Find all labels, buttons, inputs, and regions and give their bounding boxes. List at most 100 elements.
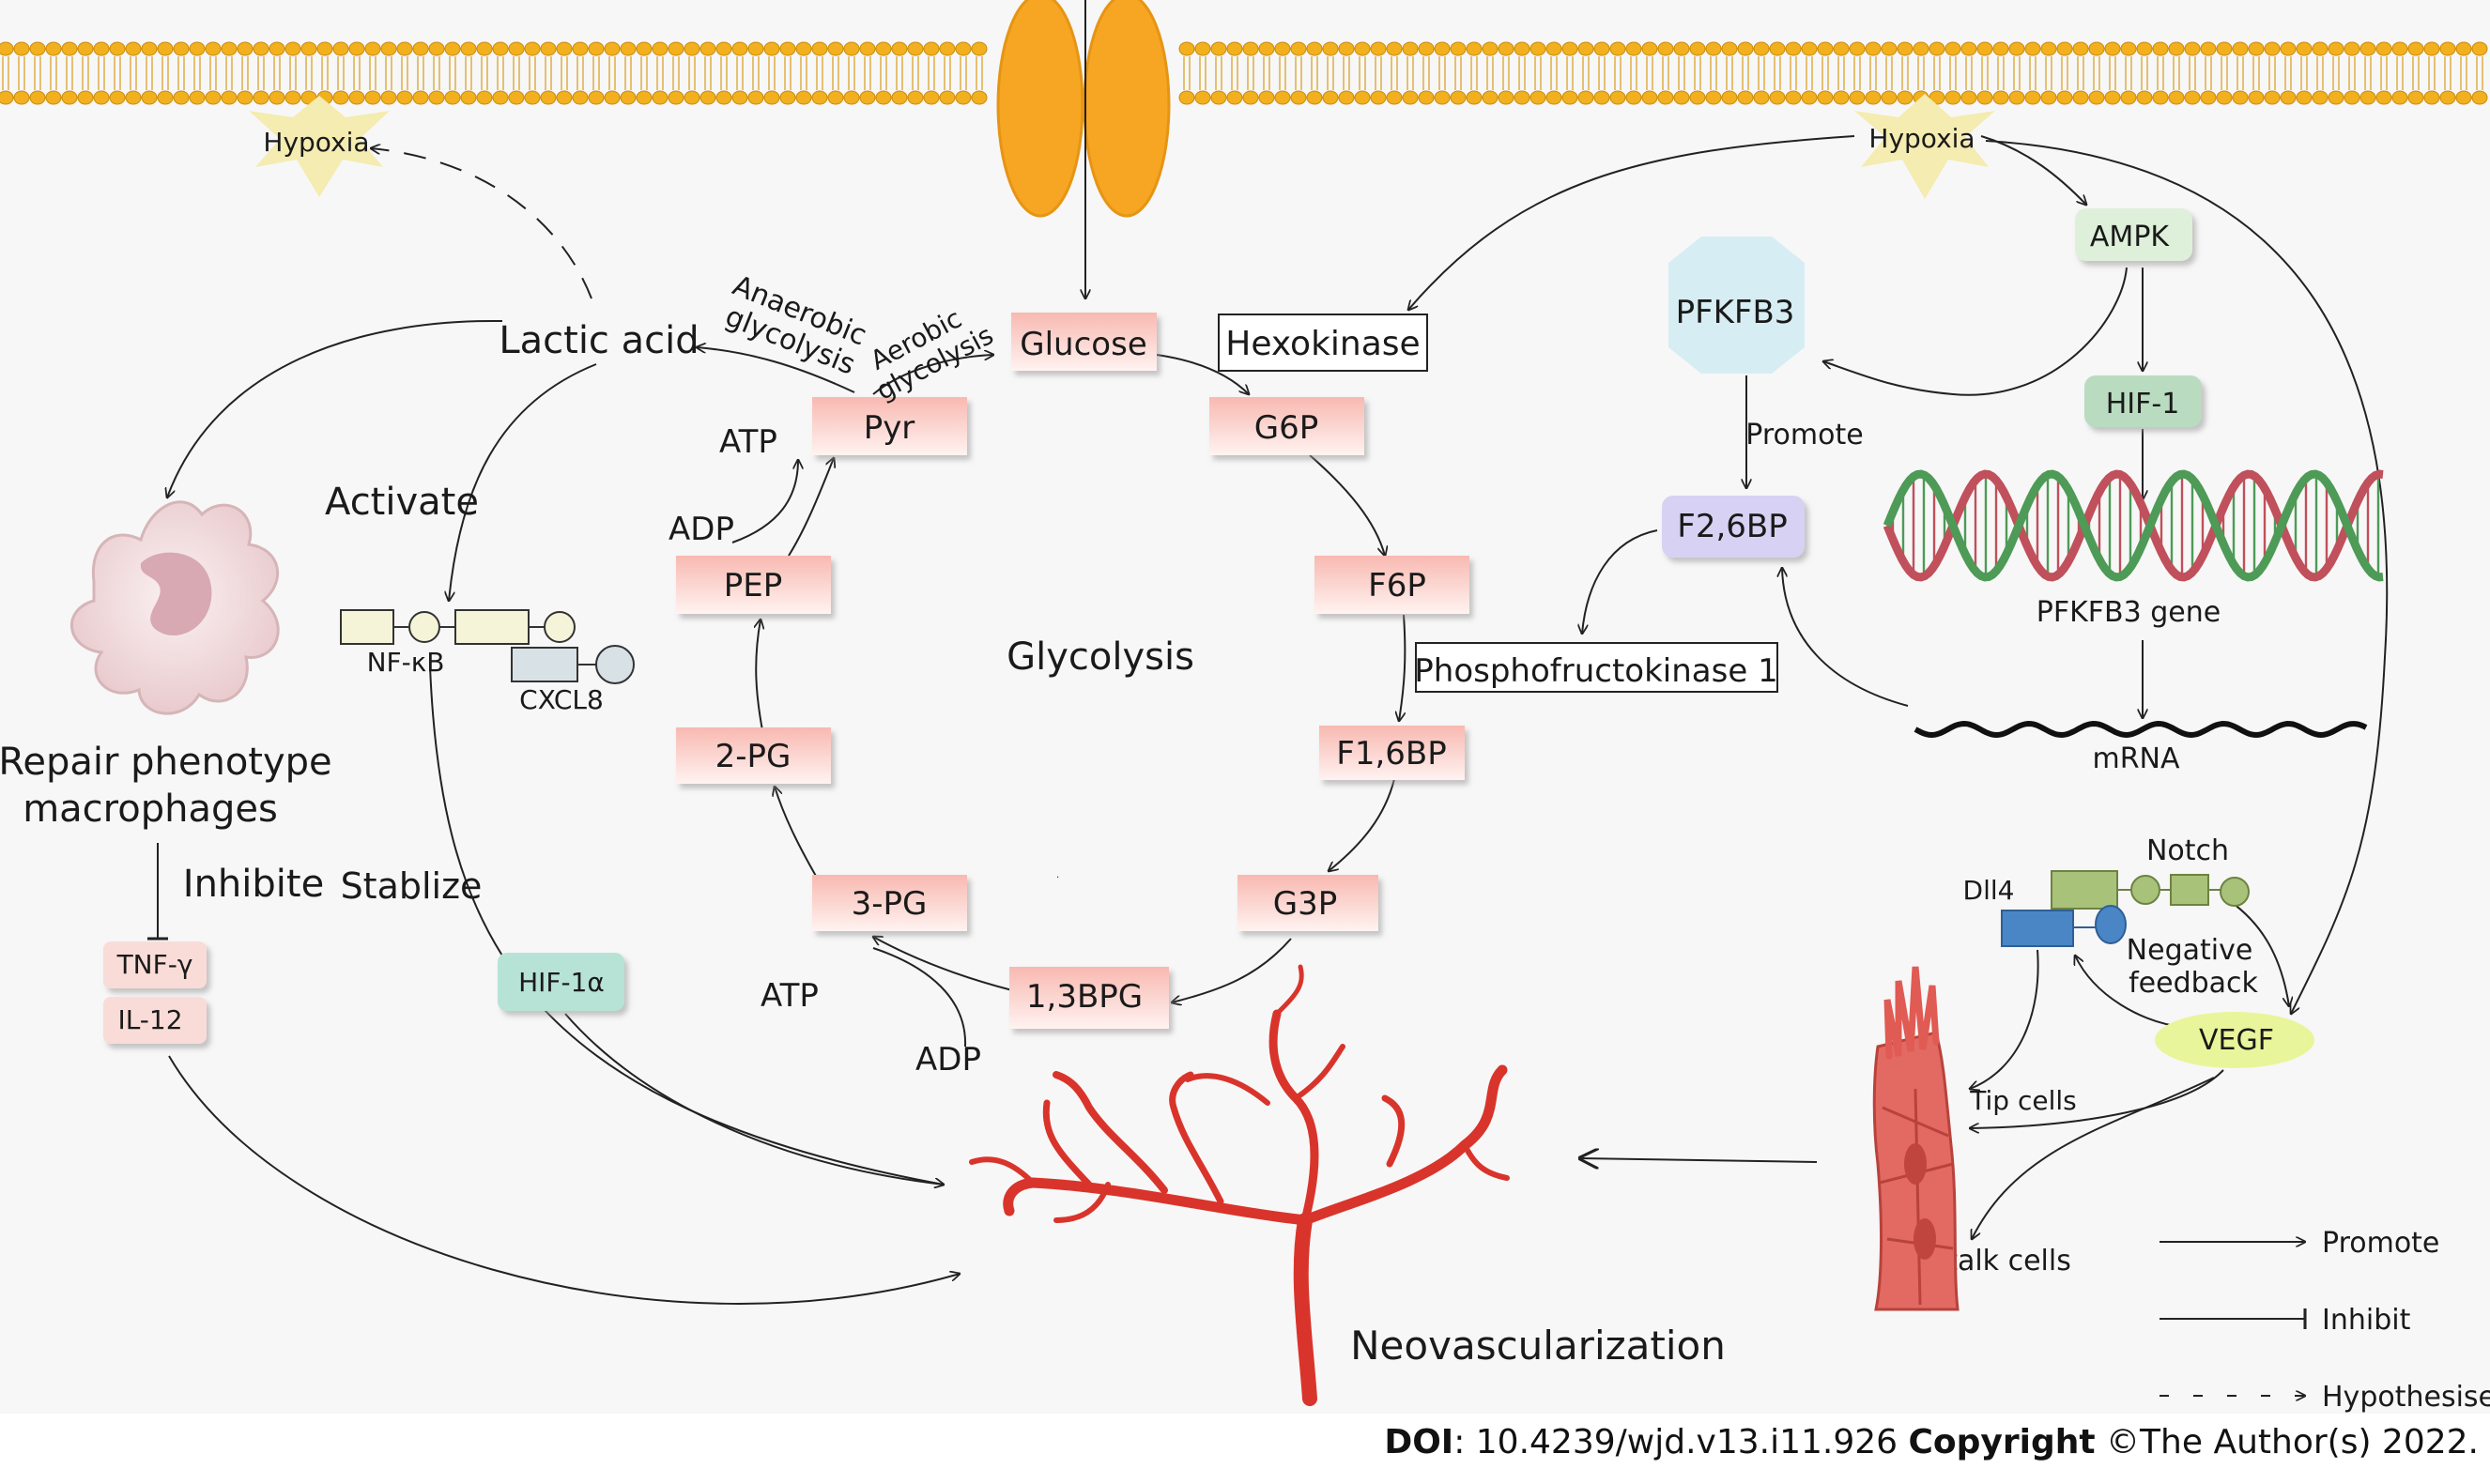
copyright-value: ©The Author(s) 2022. (2106, 1423, 2479, 1461)
lipid-head (2312, 90, 2329, 105)
lipid-tail (2252, 56, 2260, 90)
lipid-head (2328, 41, 2344, 56)
lipid-head (2024, 90, 2041, 105)
lipid-head (1625, 90, 1642, 105)
lipid-head (508, 41, 525, 56)
lipid-head (1274, 90, 1291, 105)
lipid-tail (928, 56, 935, 90)
nfkb-label: NF-κB (367, 647, 445, 678)
lipid-head (2216, 41, 2233, 56)
lipid-tail (2, 56, 9, 90)
lipid-head (684, 41, 700, 56)
lipid-tail (449, 56, 456, 90)
lipid-head (891, 90, 908, 105)
lipid-head (2104, 90, 2121, 105)
lipid-tail (385, 56, 392, 90)
lipid-tail (1646, 56, 1653, 90)
lipid-head (636, 41, 653, 56)
pyr-box: Pyr (812, 397, 967, 455)
lipid-head (1992, 41, 2009, 56)
lipid-head (1609, 90, 1626, 105)
lipid-head (2296, 90, 2313, 105)
lipid-tail (2460, 56, 2467, 90)
lipid-tail (1917, 56, 1925, 90)
hexokinase-box: Hexokinase (1218, 314, 1428, 372)
lipid-head (1258, 41, 1275, 56)
lipid-head (1545, 90, 1562, 105)
lipid-head (1178, 90, 1195, 105)
lipid-head (1753, 41, 1770, 56)
f16bp-label: F1,6BP (1336, 735, 1446, 773)
lipid-head (1290, 90, 1307, 105)
lipid-tail (1694, 56, 1701, 90)
lipid-head (2391, 90, 2408, 105)
lipid-head (2040, 41, 2057, 56)
negative-feedback-line1: Negative (2127, 934, 2253, 967)
lipid-head (1992, 90, 2009, 105)
lipid-head (269, 90, 285, 105)
hypoxia-right-label: Hypoxia (1868, 123, 1975, 154)
lipid-head (1370, 41, 1387, 56)
lipid-tail (816, 56, 823, 90)
lipid-head (189, 90, 206, 105)
lipid-head (1194, 41, 1211, 56)
lipid-tail (146, 56, 153, 90)
13bpg-box: 1,3BPG (1009, 967, 1169, 1029)
lipid-head (1881, 41, 1898, 56)
pep-label: PEP (724, 567, 783, 604)
lipid-head (2200, 41, 2217, 56)
hexokinase-label: Hexokinase (1225, 325, 1420, 363)
tnf-label: TNF-γ (116, 949, 193, 980)
lipid-head (141, 41, 158, 56)
lipid-tail (130, 56, 137, 90)
tnf-box: TNF-γ (103, 941, 207, 988)
lipid-tail (2444, 56, 2452, 90)
lipid-head (1210, 90, 1227, 105)
lipid-tail (768, 56, 776, 90)
lipid-head (1402, 41, 1419, 56)
lipid-tail (2316, 56, 2324, 90)
neovascularization-label: Neovascularization (1350, 1323, 1726, 1369)
lipid-head (588, 90, 605, 105)
lipid-head (907, 41, 924, 56)
lipid-tail (529, 56, 536, 90)
lipid-head (939, 90, 956, 105)
lipid-tail (2284, 56, 2292, 90)
doi-label: DOI (1384, 1423, 1454, 1461)
glycolysis-label: Glycolysis (1007, 635, 1194, 679)
lipid-tail (2428, 56, 2436, 90)
lipid-head (955, 90, 972, 105)
g3p-label: G3P (1273, 885, 1337, 923)
lipid-head (1529, 90, 1546, 105)
pfk1-box: Phosphofructokinase 1 (1414, 642, 1778, 693)
lipid-tail (896, 56, 903, 90)
lipid-head (2391, 41, 2408, 56)
lipid-head (1673, 90, 1690, 105)
g6p-box: G6P (1209, 397, 1364, 455)
lipid-tail (976, 56, 983, 90)
lipid-head (93, 90, 110, 105)
lipid-head (2359, 41, 2376, 56)
lipid-head (1801, 41, 1818, 56)
lipid-head (332, 41, 349, 56)
lipid-tail (401, 56, 408, 90)
lipid-head (2056, 41, 2073, 56)
lipid-tail (2221, 56, 2228, 90)
hypoxia-right-star: Hypoxia (1854, 94, 1995, 199)
lipid-head (221, 90, 238, 105)
lipid-head (1514, 90, 1530, 105)
lipid-head (1529, 41, 1546, 56)
lipid-tail (864, 56, 871, 90)
lipid-head (795, 90, 812, 105)
lipid-head (1482, 90, 1499, 105)
lipid-head (1226, 90, 1243, 105)
lipid-tail (337, 56, 345, 90)
lipid-tail (1710, 56, 1717, 90)
lipid-head (1418, 90, 1435, 105)
lipid-head (1705, 41, 1722, 56)
lipid-head (1801, 90, 1818, 105)
lipid-tail (1742, 56, 1749, 90)
atp-top-label: ATP (719, 423, 777, 461)
lipid-tail (1311, 56, 1318, 90)
lipid-head (428, 90, 445, 105)
